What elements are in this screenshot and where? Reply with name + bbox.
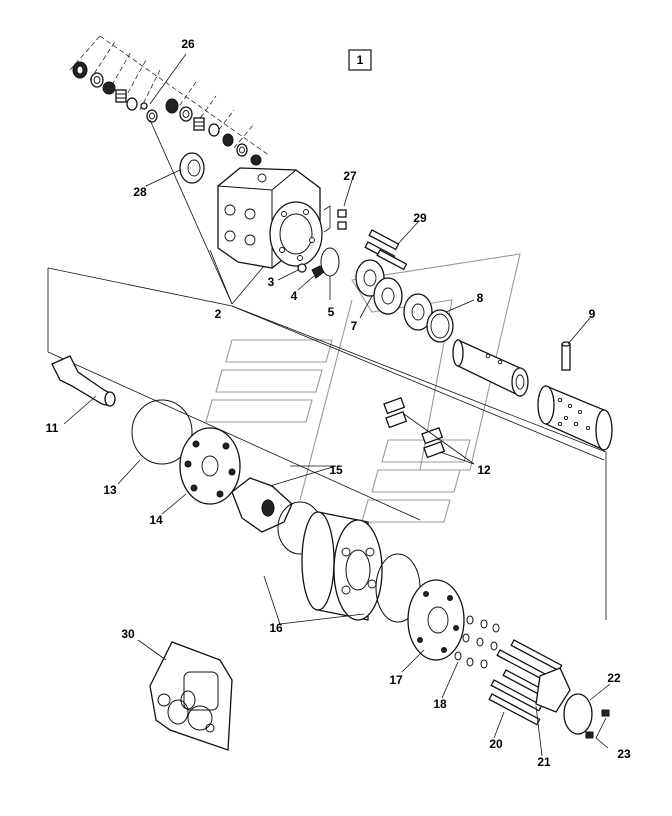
callout-13: 13 bbox=[103, 483, 117, 497]
group-number-box: 1 bbox=[348, 49, 372, 71]
assembly-outline bbox=[47, 267, 607, 620]
callout-4: 4 bbox=[291, 289, 298, 303]
end-plate-17 bbox=[407, 579, 465, 661]
spring bbox=[193, 117, 205, 131]
plate-14 bbox=[179, 427, 241, 505]
leader-lines bbox=[63, 53, 611, 757]
cap-22 bbox=[563, 693, 593, 735]
o-ring-5 bbox=[320, 247, 340, 277]
ball-3 bbox=[297, 263, 307, 273]
callout-labels: 26 28 27 29 3 4 5 2 7 8 9 11 13 14 15 12… bbox=[46, 37, 631, 769]
seal-ring bbox=[146, 109, 158, 123]
washer-28 bbox=[179, 152, 205, 184]
seal-kit-26 bbox=[69, 35, 271, 166]
plate-7 bbox=[355, 259, 433, 331]
callout-7: 7 bbox=[351, 319, 358, 333]
group-number: 1 bbox=[357, 53, 364, 67]
seal-ring bbox=[208, 123, 220, 137]
seal-ring bbox=[250, 154, 262, 166]
seal-ring bbox=[179, 106, 193, 122]
callout-12: 12 bbox=[477, 463, 491, 477]
gear-set-16 bbox=[277, 501, 421, 623]
spacer-21 bbox=[535, 667, 571, 713]
o-ring-13 bbox=[131, 399, 193, 465]
callout-20: 20 bbox=[489, 737, 503, 751]
callout-11: 11 bbox=[46, 421, 59, 435]
o-rings-18 bbox=[454, 615, 500, 669]
rollers-12 bbox=[383, 397, 446, 459]
callout-21: 21 bbox=[537, 755, 551, 769]
pin-9 bbox=[561, 341, 571, 371]
seal-ring bbox=[222, 133, 234, 147]
gasket-kit-30 bbox=[149, 641, 233, 751]
seal-ring bbox=[102, 81, 116, 95]
seal-ring bbox=[165, 98, 179, 114]
drive-shaft-11 bbox=[51, 355, 116, 407]
callout-9: 9 bbox=[589, 307, 596, 321]
callout-28: 28 bbox=[133, 185, 147, 199]
seal-ring bbox=[90, 72, 104, 88]
watermark-logo bbox=[205, 253, 521, 523]
spring bbox=[115, 89, 127, 103]
callout-18: 18 bbox=[433, 697, 447, 711]
ring-8 bbox=[426, 309, 454, 343]
spool bbox=[452, 338, 529, 398]
seal-ring bbox=[236, 143, 248, 157]
callout-15: 15 bbox=[329, 463, 343, 477]
plug-27 bbox=[323, 205, 347, 233]
screws-23 bbox=[585, 709, 610, 739]
callout-30: 30 bbox=[121, 627, 135, 641]
callout-17: 17 bbox=[389, 673, 403, 687]
callout-3: 3 bbox=[268, 275, 275, 289]
callout-29: 29 bbox=[413, 211, 427, 225]
cardan-shaft-15 bbox=[231, 477, 293, 533]
callout-14: 14 bbox=[149, 513, 163, 527]
bolts-20 bbox=[488, 639, 563, 726]
callout-2: 2 bbox=[215, 307, 222, 321]
callout-23: 23 bbox=[617, 747, 631, 761]
ball bbox=[140, 102, 148, 110]
seal-ring bbox=[126, 97, 138, 111]
valve-housing-2 bbox=[217, 167, 323, 269]
callout-16: 16 bbox=[269, 621, 283, 635]
callout-8: 8 bbox=[477, 291, 484, 305]
callout-22: 22 bbox=[607, 671, 621, 685]
valve-pins-29 bbox=[364, 229, 408, 271]
sleeve bbox=[537, 385, 613, 452]
callout-26: 26 bbox=[181, 37, 195, 51]
callout-5: 5 bbox=[328, 305, 335, 319]
seal-ring bbox=[72, 61, 88, 79]
callout-27: 27 bbox=[343, 169, 357, 183]
